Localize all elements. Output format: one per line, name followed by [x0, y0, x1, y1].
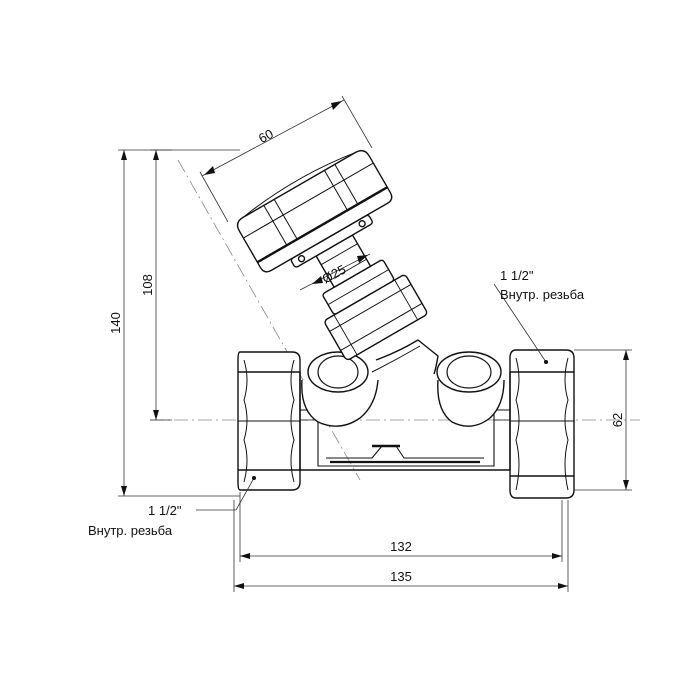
left-thread-size: 1 1/2" — [148, 503, 182, 518]
dim-body-height: 62 — [610, 413, 625, 427]
left-thread-type: Внутр. резьба — [88, 523, 173, 538]
right-thread-type: Внутр. резьба — [500, 287, 585, 302]
bonnet-assembly — [236, 149, 428, 361]
dim-overall-length: 135 — [390, 569, 412, 584]
valve-body — [237, 339, 575, 499]
dim-inner-length: 132 — [390, 539, 412, 554]
handwheel — [236, 149, 393, 273]
right-port — [436, 351, 505, 427]
left-port — [301, 351, 379, 427]
bonnet-neck — [371, 339, 439, 375]
dim-handwheel-width: 60 — [256, 126, 276, 146]
bonnet-lower — [324, 274, 428, 361]
left-hex-nut — [237, 351, 301, 491]
dim-height-to-axis: 108 — [140, 274, 155, 296]
arrowheads — [121, 101, 629, 589]
right-thread-size: 1 1/2" — [500, 268, 534, 283]
right-hex-nut — [509, 349, 575, 499]
dimension-lines — [118, 95, 632, 592]
dim-overall-height: 140 — [108, 312, 123, 334]
